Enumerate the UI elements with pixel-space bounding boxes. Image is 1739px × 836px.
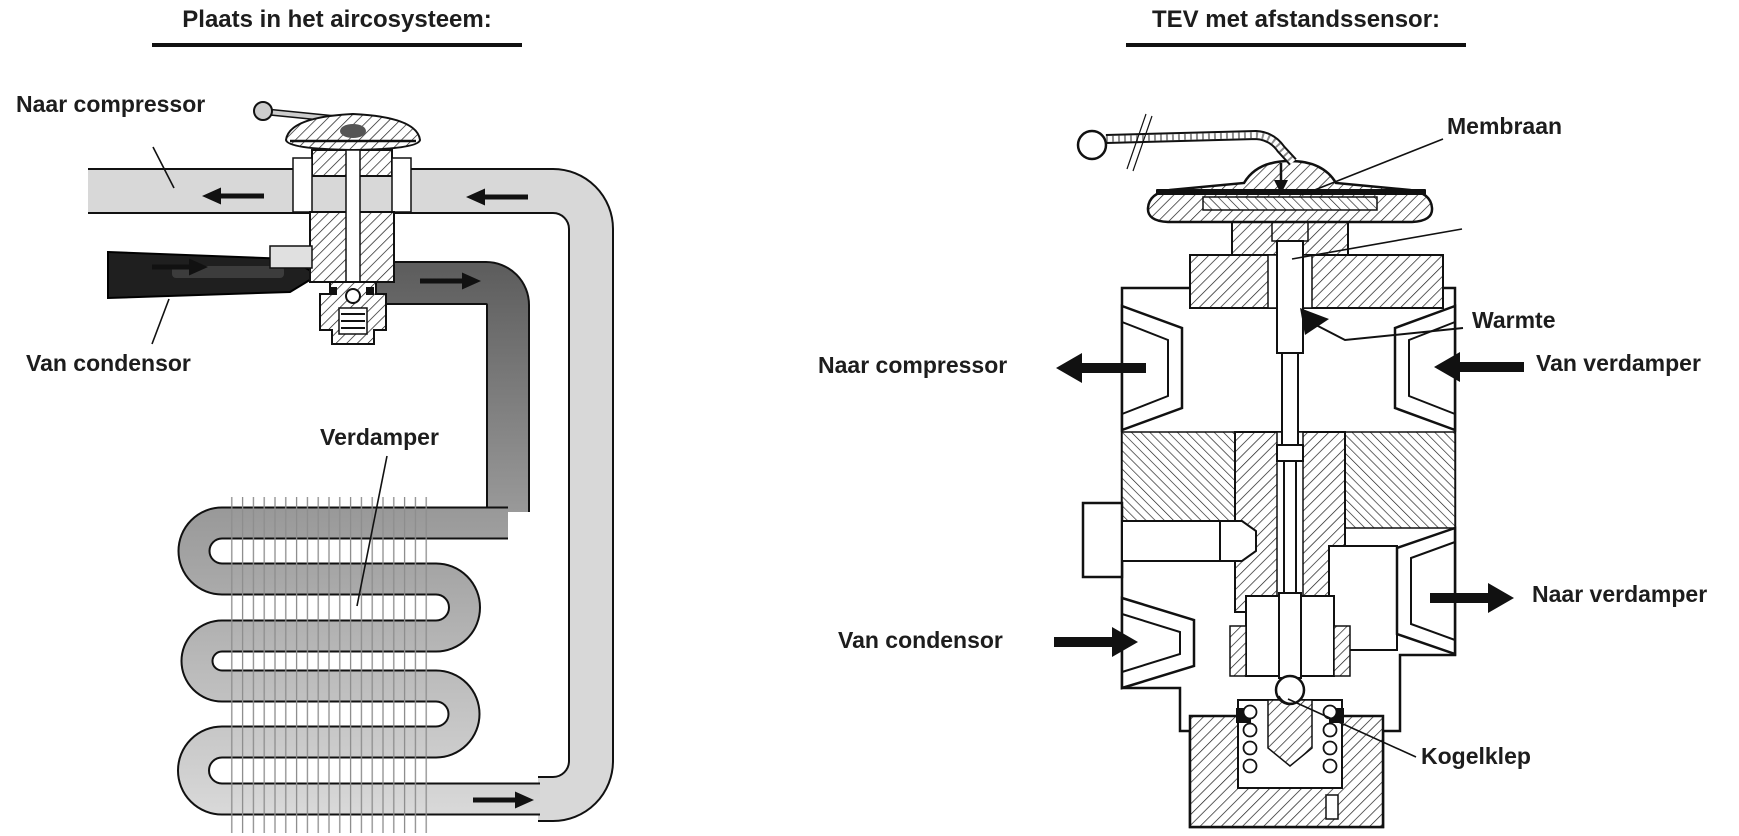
right-diagram-title: TEV met afstandssensor: bbox=[1126, 6, 1466, 47]
spring-coil bbox=[1322, 722, 1338, 738]
leader-kogelklep bbox=[1287, 698, 1417, 758]
adjusting-plug bbox=[1267, 699, 1313, 767]
flow-arrow-van-condensor-icon bbox=[1054, 627, 1138, 657]
spring-coil bbox=[1322, 740, 1338, 756]
label-naar-verdamper: Naar verdamper bbox=[1532, 581, 1708, 607]
bolt-tip bbox=[1219, 520, 1257, 562]
membrane-plate bbox=[1202, 196, 1378, 211]
flow-arrow-left-icon bbox=[466, 188, 528, 206]
suction-pipe-fill bbox=[88, 170, 612, 820]
pressure-arrow-down-icon bbox=[1274, 180, 1288, 194]
valve-flange-right bbox=[391, 157, 412, 213]
port-naar-verdamper bbox=[1395, 526, 1457, 656]
leader-membraan bbox=[1301, 138, 1444, 196]
label-warmte: Warmte bbox=[1472, 307, 1556, 333]
annotation-lines-right bbox=[1287, 138, 1464, 758]
leader-warmte bbox=[1315, 324, 1464, 342]
pin-mid bbox=[1281, 352, 1299, 446]
label-naar-compressor-left: Naar compressor bbox=[16, 91, 206, 117]
bolt-head bbox=[1081, 501, 1124, 579]
flow-arrow-naar-verdamper-icon bbox=[1430, 583, 1514, 613]
seat-block-left bbox=[1229, 625, 1247, 677]
seal-right bbox=[366, 287, 374, 295]
label-membraan: Membraan bbox=[1447, 113, 1563, 139]
leader-pin bbox=[1291, 228, 1463, 260]
valve-side-bolt bbox=[269, 245, 313, 269]
label-verdamper: Verdamper bbox=[320, 424, 439, 450]
pin-collar bbox=[1276, 444, 1304, 462]
flow-arrow-naar-compressor-icon bbox=[1056, 353, 1146, 383]
bottom-peg bbox=[1325, 794, 1339, 820]
valve-dome-center bbox=[340, 124, 366, 138]
flow-arrow-right-icon bbox=[152, 258, 208, 276]
remote-sensor bbox=[1076, 113, 1297, 172]
label-van-verdamper: Van verdamper bbox=[1536, 350, 1701, 376]
spring-coil bbox=[1242, 704, 1258, 720]
tev-cross-section-diagram bbox=[1054, 113, 1524, 829]
label-van-condensor-left: Van condensor bbox=[26, 350, 191, 376]
port-van-condensor-inner bbox=[1121, 613, 1181, 673]
heat-arrow-icon bbox=[1300, 308, 1329, 335]
outlet-pipe-fill bbox=[352, 263, 528, 512]
valve-flange-left bbox=[292, 157, 313, 213]
power-head bbox=[1146, 159, 1434, 224]
pin-lower bbox=[1278, 592, 1302, 679]
equalizer-bolt bbox=[1081, 501, 1257, 579]
port-naar-compressor bbox=[1120, 304, 1184, 432]
port-van-verdamper bbox=[1393, 304, 1457, 432]
break-mark bbox=[1132, 115, 1153, 172]
spring-coils bbox=[1242, 704, 1338, 774]
sensor-bulb bbox=[1076, 129, 1108, 161]
leader-van-condensor bbox=[151, 298, 170, 345]
leader-verdamper bbox=[356, 455, 388, 607]
pin-thin bbox=[1283, 460, 1297, 594]
bolt-shaft bbox=[1121, 520, 1221, 562]
sensor-bulb bbox=[253, 101, 273, 121]
capillary-ticks bbox=[1105, 131, 1296, 165]
membrane bbox=[1156, 189, 1426, 195]
break-mark bbox=[1126, 113, 1147, 170]
label-naar-compressor-right: Naar compressor bbox=[818, 352, 1008, 378]
valve-shoulders bbox=[1189, 254, 1444, 309]
expansion-outlet-pipe bbox=[352, 261, 530, 512]
flow-arrow-van-verdamper-icon bbox=[1434, 352, 1524, 382]
leader-lines-left bbox=[151, 146, 388, 607]
valve-ball bbox=[345, 288, 361, 304]
valve-pin bbox=[345, 149, 361, 283]
label-kogelklep: Kogelklep bbox=[1421, 743, 1531, 769]
liquid-inlet-pipe bbox=[107, 250, 320, 300]
ball-valve-assembly bbox=[1188, 595, 1385, 829]
aircosystem-diagram bbox=[88, 101, 614, 833]
flow-arrow-left-icon bbox=[202, 187, 264, 205]
seal-left bbox=[329, 287, 337, 295]
ball-shading bbox=[1278, 695, 1295, 705]
spring-coil bbox=[1322, 758, 1338, 774]
suction-pipe bbox=[88, 168, 614, 822]
port-naar-compressor-inner bbox=[1121, 321, 1169, 415]
spring-coil bbox=[1242, 740, 1258, 756]
flow-arrow-right-icon bbox=[420, 272, 481, 290]
spring-coil bbox=[1242, 758, 1258, 774]
evaporator-fins bbox=[228, 497, 434, 833]
flow-arrows-right-diagram bbox=[1054, 352, 1524, 657]
seat-block-right bbox=[1333, 625, 1351, 677]
evaporator-coil bbox=[177, 506, 540, 816]
expansion-valve-small bbox=[253, 101, 422, 345]
left-diagram-title: Plaats in het aircosysteem: bbox=[152, 6, 522, 47]
label-van-condensor-right: Van condensor bbox=[838, 627, 1003, 653]
spring-coil bbox=[1242, 722, 1258, 738]
leader-naar-compressor bbox=[152, 146, 175, 189]
flow-arrow-right-icon bbox=[473, 791, 534, 809]
port-naar-verdamper-inner bbox=[1410, 541, 1456, 641]
coil-fill bbox=[179, 508, 540, 814]
flow-arrows-left-diagram bbox=[152, 187, 534, 809]
